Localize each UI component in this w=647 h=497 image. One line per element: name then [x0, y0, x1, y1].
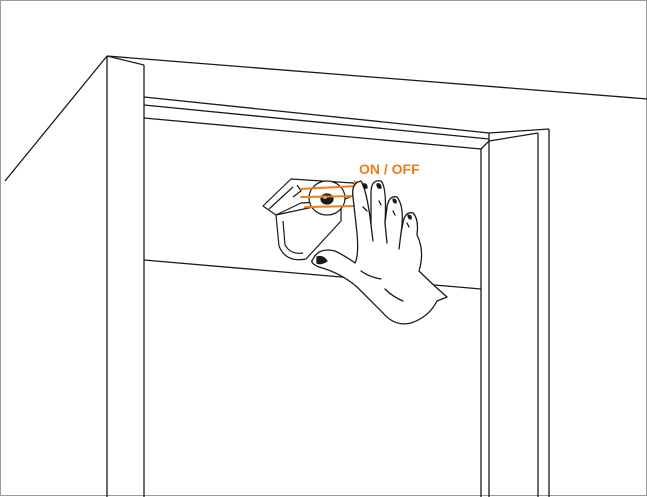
cabinet-top-back-edge	[107, 56, 647, 99]
cabinet-top-left-edge	[5, 56, 107, 181]
cabinet	[5, 56, 647, 497]
hand-wave-sensor-icon	[263, 179, 363, 260]
top-rail-outer	[144, 97, 489, 133]
on-off-label: ON / OFF	[359, 161, 420, 177]
cabinet-right-panel-top	[489, 129, 549, 133]
